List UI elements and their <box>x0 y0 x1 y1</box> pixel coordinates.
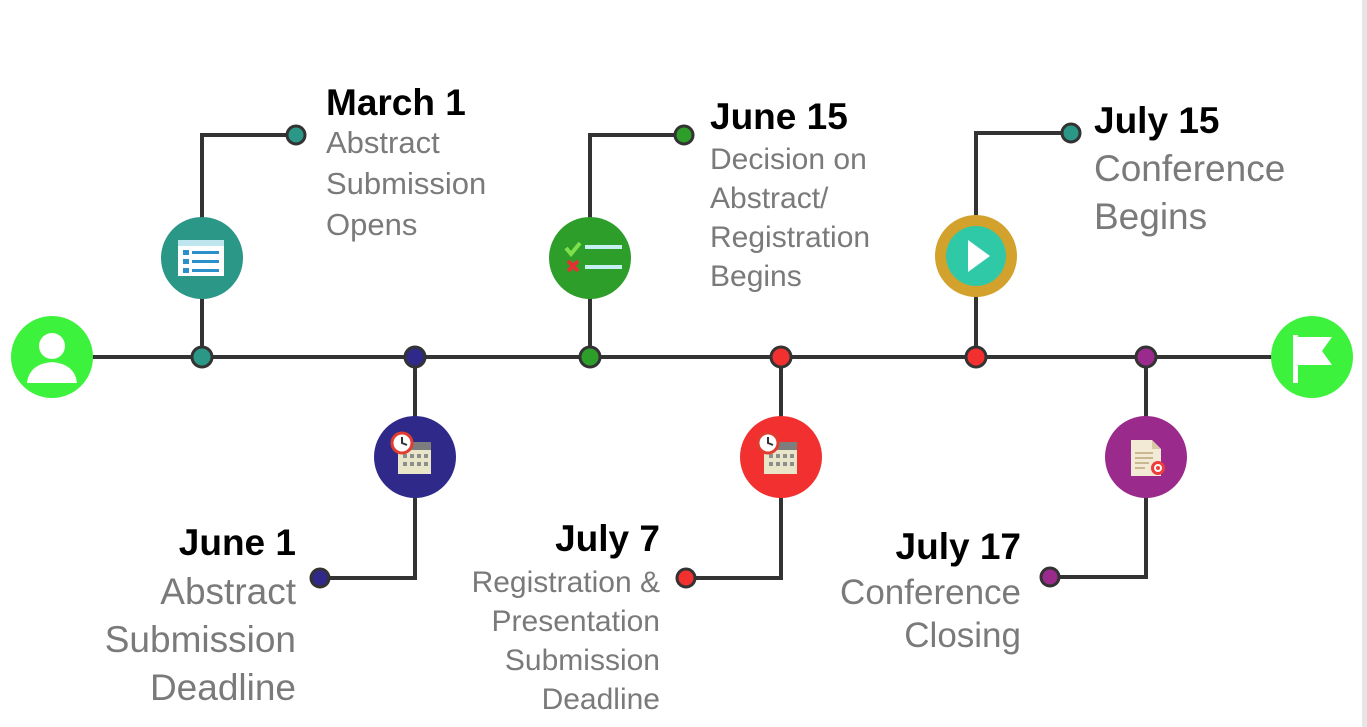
end-dot-july-17 <box>1039 566 1061 588</box>
event-july-17: July 17 Conference Closing <box>790 528 1021 657</box>
axis-dot-july-15 <box>964 345 988 369</box>
document-icon <box>1105 416 1187 498</box>
end-dot-july-15 <box>1060 122 1082 144</box>
calendar-clock-icon <box>740 416 822 498</box>
axis-dot-june-15 <box>578 345 602 369</box>
event-description-line: Begins <box>1094 196 1208 237</box>
event-june-15: June 15 Decision on Abstract/ Registrati… <box>710 98 870 296</box>
event-date: June 15 <box>710 96 848 137</box>
event-description-line: Submission <box>326 166 487 201</box>
flag-icon <box>1271 316 1353 398</box>
event-description: Abstract Submission Opens <box>326 122 486 245</box>
event-description-line: Deadline <box>149 667 296 708</box>
event-description-line: Submission <box>504 644 660 677</box>
axis-dot-july-7 <box>769 345 793 369</box>
event-march-1: March 1 Abstract Submission Opens <box>326 84 486 245</box>
event-description: Conference Begins <box>1094 145 1285 241</box>
event-date: June 1 <box>178 522 296 563</box>
event-description-line: Begins <box>710 260 802 293</box>
axis-dot-march-1 <box>190 345 214 369</box>
event-description: Conference Closing <box>790 571 1021 657</box>
event-july-7: July 7 Registration & Presentation Submi… <box>420 520 660 719</box>
event-description-line: Decision on <box>710 143 867 176</box>
end-dot-march-1 <box>285 124 307 146</box>
event-description-line: Conference <box>840 573 1021 612</box>
event-description-line: Abstract <box>326 125 440 160</box>
checklist-icon <box>549 217 631 299</box>
event-description-line: Abstract/ <box>710 182 829 215</box>
end-dot-june-15 <box>673 124 695 146</box>
event-description-line: Deadline <box>541 683 660 716</box>
event-date: March 1 <box>326 82 466 123</box>
event-description-line: Presentation <box>491 605 660 638</box>
event-description-line: Registration & <box>471 566 660 599</box>
calendar-clock-icon <box>374 416 456 498</box>
event-description-line: Opens <box>326 207 418 242</box>
event-description-line: Closing <box>904 616 1021 655</box>
event-description-line: Submission <box>104 619 296 660</box>
event-description: Abstract Submission Deadline <box>60 568 296 712</box>
event-description: Decision on Abstract/ Registration Begin… <box>710 140 870 296</box>
event-description-line: Abstract <box>160 571 296 612</box>
event-description: Registration & Presentation Submission D… <box>420 563 660 719</box>
event-date: July 17 <box>895 526 1021 567</box>
event-date: July 7 <box>555 518 660 559</box>
end-dot-june-1 <box>309 567 331 589</box>
right-border <box>1362 0 1367 727</box>
end-dot-july-7 <box>675 567 697 589</box>
event-date: July 15 <box>1094 100 1220 141</box>
user-icon <box>11 316 93 398</box>
event-description-line: Conference <box>1094 148 1286 189</box>
play-icon <box>935 215 1017 297</box>
event-description-line: Registration <box>710 221 871 254</box>
axis-dot-july-17 <box>1134 345 1158 369</box>
event-june-1: June 1 Abstract Submission Deadline <box>60 524 296 712</box>
axis-dot-june-1 <box>403 345 427 369</box>
form-icon <box>161 217 243 299</box>
event-july-15: July 15 Conference Begins <box>1094 102 1285 241</box>
